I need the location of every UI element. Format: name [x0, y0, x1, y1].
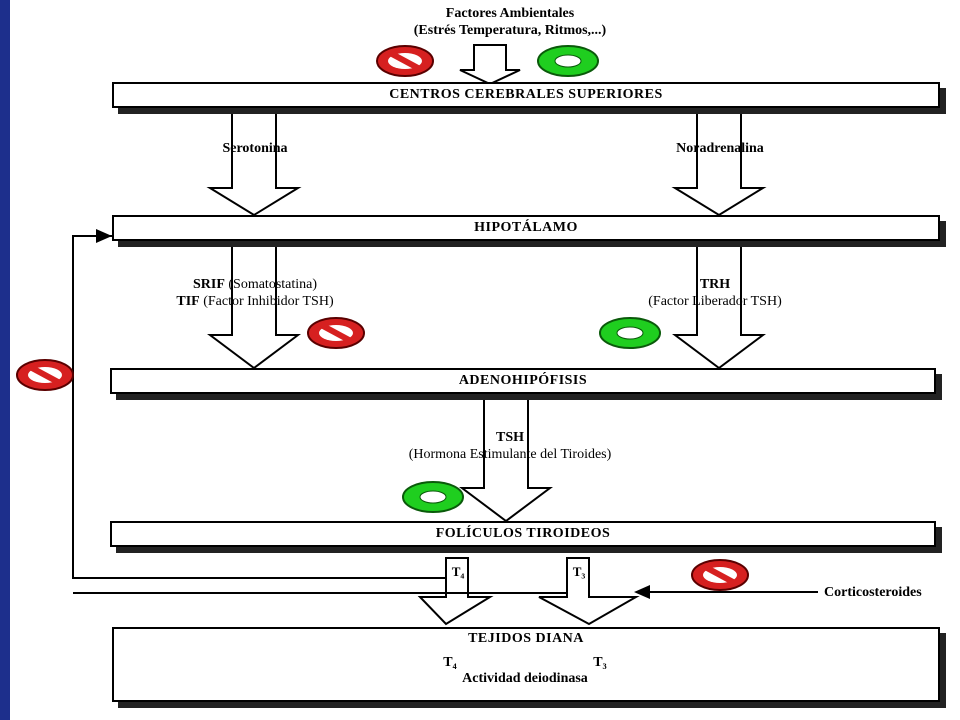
corticosteroid-arrowhead: [634, 585, 650, 599]
label-serotonina: Serotonina: [222, 141, 288, 156]
tejidos-title: TEJIDOS DIANA: [468, 631, 584, 646]
box-tejidos-diana: TEJIDOS DIANA: [112, 627, 940, 702]
tif-abbr: TIF: [176, 294, 200, 309]
srif-desc: (Somatostatina): [224, 277, 318, 292]
label-corticosteroides: Corticosteroides: [824, 585, 922, 600]
box-foliculos-tiroideos: FOLÍCULOS TIROIDEOS: [110, 521, 936, 547]
tif-desc: (Factor Inhibidor TSH): [199, 294, 334, 309]
label-tsh: TSH: [495, 430, 524, 445]
box-centros-cerebrales: CENTROS CEREBRALES SUPERIORES: [112, 82, 940, 108]
box-hipotalamo: HIPOTÁLAMO: [112, 215, 940, 241]
label-trh-desc: (Factor Liberador TSH): [648, 294, 782, 309]
arrow-trh: [672, 245, 766, 370]
no-entry-icon: [308, 318, 364, 348]
label-trh: TRH: [699, 277, 731, 292]
env-title: Factores Ambientales: [445, 6, 575, 21]
arrow-t3: [538, 557, 640, 626]
srif-abbr: SRIF: [192, 277, 225, 292]
label-t3: T₃: [572, 564, 586, 579]
green-ring-icon: [537, 45, 599, 77]
label-actividad-deiodinasa: Actividad deiodinasa: [462, 671, 588, 686]
sidebar-stripe: [0, 0, 10, 720]
conversion-from: T₄: [443, 655, 457, 670]
arrow-env-centros: [459, 44, 521, 86]
feedback-line-outer: [72, 235, 446, 579]
env-subtitle: (Estrés Temperatura, Ritmos,...): [413, 23, 607, 38]
arrow-srif: [207, 245, 301, 370]
label-tsh-desc: (Hormona Estimulante del Tiroides): [408, 447, 612, 462]
green-ring-icon: [402, 481, 464, 513]
label-noradrenalina: Noradrenalina: [676, 141, 764, 156]
no-entry-icon: [17, 360, 73, 390]
green-ring-icon: [599, 317, 661, 349]
conversion-to: T₃: [593, 655, 607, 670]
box-adenohipofisis: ADENOHIPÓFISIS: [110, 368, 936, 394]
label-srif: SRIF (Somatostatina): [120, 276, 390, 293]
label-tif: TIF (Factor Inhibidor TSH): [120, 293, 390, 310]
label-t4: T₄: [451, 564, 465, 579]
arrow-t4: [417, 557, 494, 626]
feedback-arrowhead: [96, 229, 112, 243]
arrow-serotonina: [206, 112, 302, 217]
arrow-tsh: [459, 398, 553, 523]
no-entry-icon: [692, 560, 748, 590]
no-entry-icon: [377, 46, 433, 76]
arrow-noradrenalina: [671, 112, 767, 217]
